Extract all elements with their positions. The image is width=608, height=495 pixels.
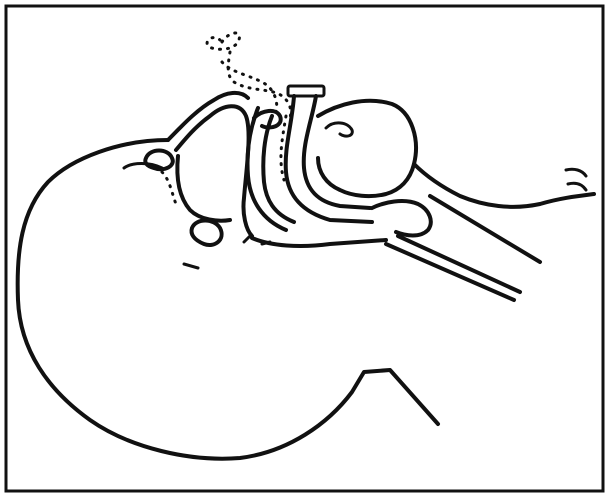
figure-frame	[6, 6, 603, 491]
epiglottis	[326, 123, 352, 136]
larynx-shape	[372, 201, 431, 235]
orbit-shape	[192, 221, 222, 246]
nasal-cavity	[176, 106, 252, 236]
tongue-shape	[318, 101, 416, 196]
face-soft-tissue	[177, 156, 230, 221]
chin-detail	[566, 169, 586, 190]
esophagus-inner	[386, 244, 514, 300]
chin-mark	[184, 264, 198, 268]
floor-of-mouth	[252, 238, 386, 246]
nasal-dotted-left	[162, 172, 176, 204]
device-dotted-top	[207, 33, 239, 49]
tube-inner-wall	[304, 96, 370, 208]
skull-outline	[18, 140, 438, 459]
esophagus-line	[398, 236, 520, 292]
